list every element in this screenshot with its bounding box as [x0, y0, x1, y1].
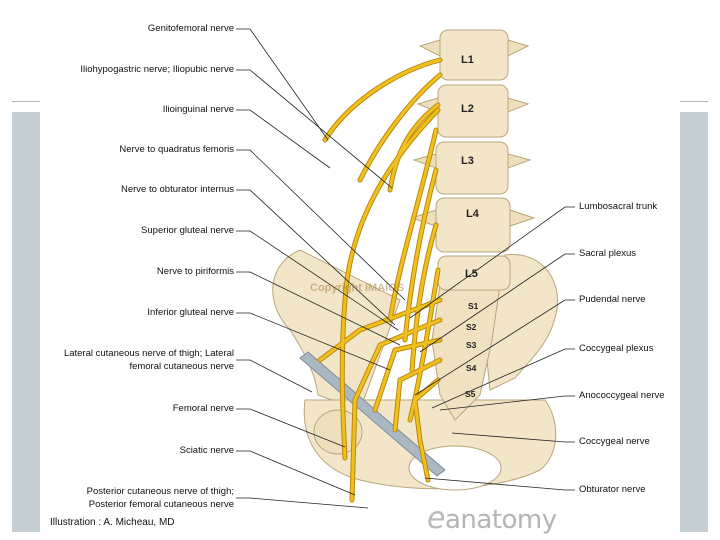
leader-lines: [236, 28, 575, 509]
label-inferior-gluteal-nerve: Inferior gluteal nerve: [147, 307, 234, 318]
nerves: [317, 57, 443, 503]
label-ilioinguinal-nerve: Ilioinguinal nerve: [162, 104, 234, 115]
logo-text: anatomy: [444, 505, 557, 535]
leader-anococcygeal: [439, 395, 575, 411]
leader-coccygeal: [451, 432, 575, 443]
label-obturator-nerve: Obturator nerve: [579, 484, 646, 495]
e-anatomy-logo: eanatomy: [427, 501, 557, 536]
sacral-label-s1: S1: [468, 301, 479, 311]
illustration-credit: Illustration : A. Micheau, MD: [50, 517, 175, 528]
transverse-process-left: [410, 39, 441, 227]
leader-superior-gluteal: [236, 230, 399, 331]
pelvis: [272, 249, 559, 491]
vertebra-body-l4: [435, 197, 511, 253]
label-coccygeal-nerve: Coccygeal nerve: [579, 436, 650, 447]
label-femoral-nerve: Femoral nerve: [172, 403, 234, 414]
sacral-label-s5: S5: [465, 389, 476, 399]
leader-ilioinguinal: [236, 109, 331, 169]
vertebra-label-l1: L1: [461, 54, 474, 66]
label-sacral-plexus: Sacral plexus: [579, 248, 637, 259]
leader-pudendal: [414, 299, 575, 396]
leader-quadratus: [236, 149, 406, 301]
label-lateral-cutaneous-nerve-line1: Lateral cutaneous nerve of thigh; Latera…: [63, 348, 234, 359]
vertebra-body-l1: [439, 29, 509, 81]
label-coccygeal-plexus: Coccygeal plexus: [579, 343, 654, 354]
leader-femoral: [236, 408, 346, 448]
leader-sacral-plexus: [419, 253, 575, 353]
vertebra-label-l5: L5: [465, 268, 478, 280]
femoral-head: [313, 409, 363, 455]
label-superior-gluteal-nerve: Superior gluteal nerve: [141, 225, 234, 236]
leader-genitofemoral: [236, 28, 329, 141]
leader-posterior-cutaneous: [236, 497, 369, 509]
transverse-process-right: [507, 39, 536, 227]
lumbar-spine: [410, 29, 536, 291]
leader-piriformis: [236, 271, 401, 346]
leader-coccygeal-plexus: [431, 348, 575, 409]
leader-inferior-gluteal: [236, 312, 391, 371]
sacral-label-s3: S3: [466, 340, 477, 350]
label-posterior-cutaneous-line1: Posterior cutaneous nerve of thigh;: [86, 486, 234, 497]
leader-sciatic: [236, 450, 356, 496]
inguinal-ligament: [299, 351, 446, 477]
label-pudendal-nerve: Pudendal nerve: [579, 294, 646, 305]
label-nerve-to-obturator-internus: Nerve to obturator internus: [120, 184, 234, 195]
logo-mark: e: [427, 501, 445, 536]
sacral-label-s4: S4: [466, 363, 477, 373]
vertebra-label-l2: L2: [461, 103, 474, 115]
vertebra-body-l3: [435, 141, 509, 195]
label-iliohypogastric-nerve: Iliohypogastric nerve; Iliopubic nerve: [80, 64, 234, 75]
label-lateral-cutaneous-nerve-line2: femoral cutaneous nerve: [129, 361, 234, 372]
side-band-right: [680, 112, 708, 532]
label-genitofemoral-nerve: Genitofemoral nerve: [147, 23, 234, 34]
leader-obturator-internus: [236, 189, 396, 326]
leader-lumbosacral-trunk: [409, 206, 575, 319]
leader-obturator: [424, 477, 575, 491]
label-lumbosacral-trunk: Lumbosacral trunk: [579, 201, 658, 212]
label-nerve-to-piriformis: Nerve to piriformis: [156, 266, 234, 277]
copyright-watermark: Copyright IMAIOS: [310, 282, 405, 294]
sacrum: [431, 284, 501, 421]
side-band-left: [12, 112, 40, 532]
leader-iliohypogastric: [236, 69, 393, 189]
label-nerve-to-quadratus-femoris: Nerve to quadratus femoris: [119, 144, 234, 155]
label-posterior-cutaneous-line2: Posterior femoral cutaneous nerve: [88, 499, 234, 510]
leader-lateral-cutaneous: [236, 359, 313, 393]
sacral-label-s2: S2: [466, 322, 477, 332]
vertebra-label-l3: L3: [461, 155, 474, 167]
label-sciatic-nerve: Sciatic nerve: [179, 445, 234, 456]
vertebra-label-l4: L4: [466, 208, 479, 220]
label-anococcygeal-nerve: Anococcygeal nerve: [579, 390, 665, 401]
